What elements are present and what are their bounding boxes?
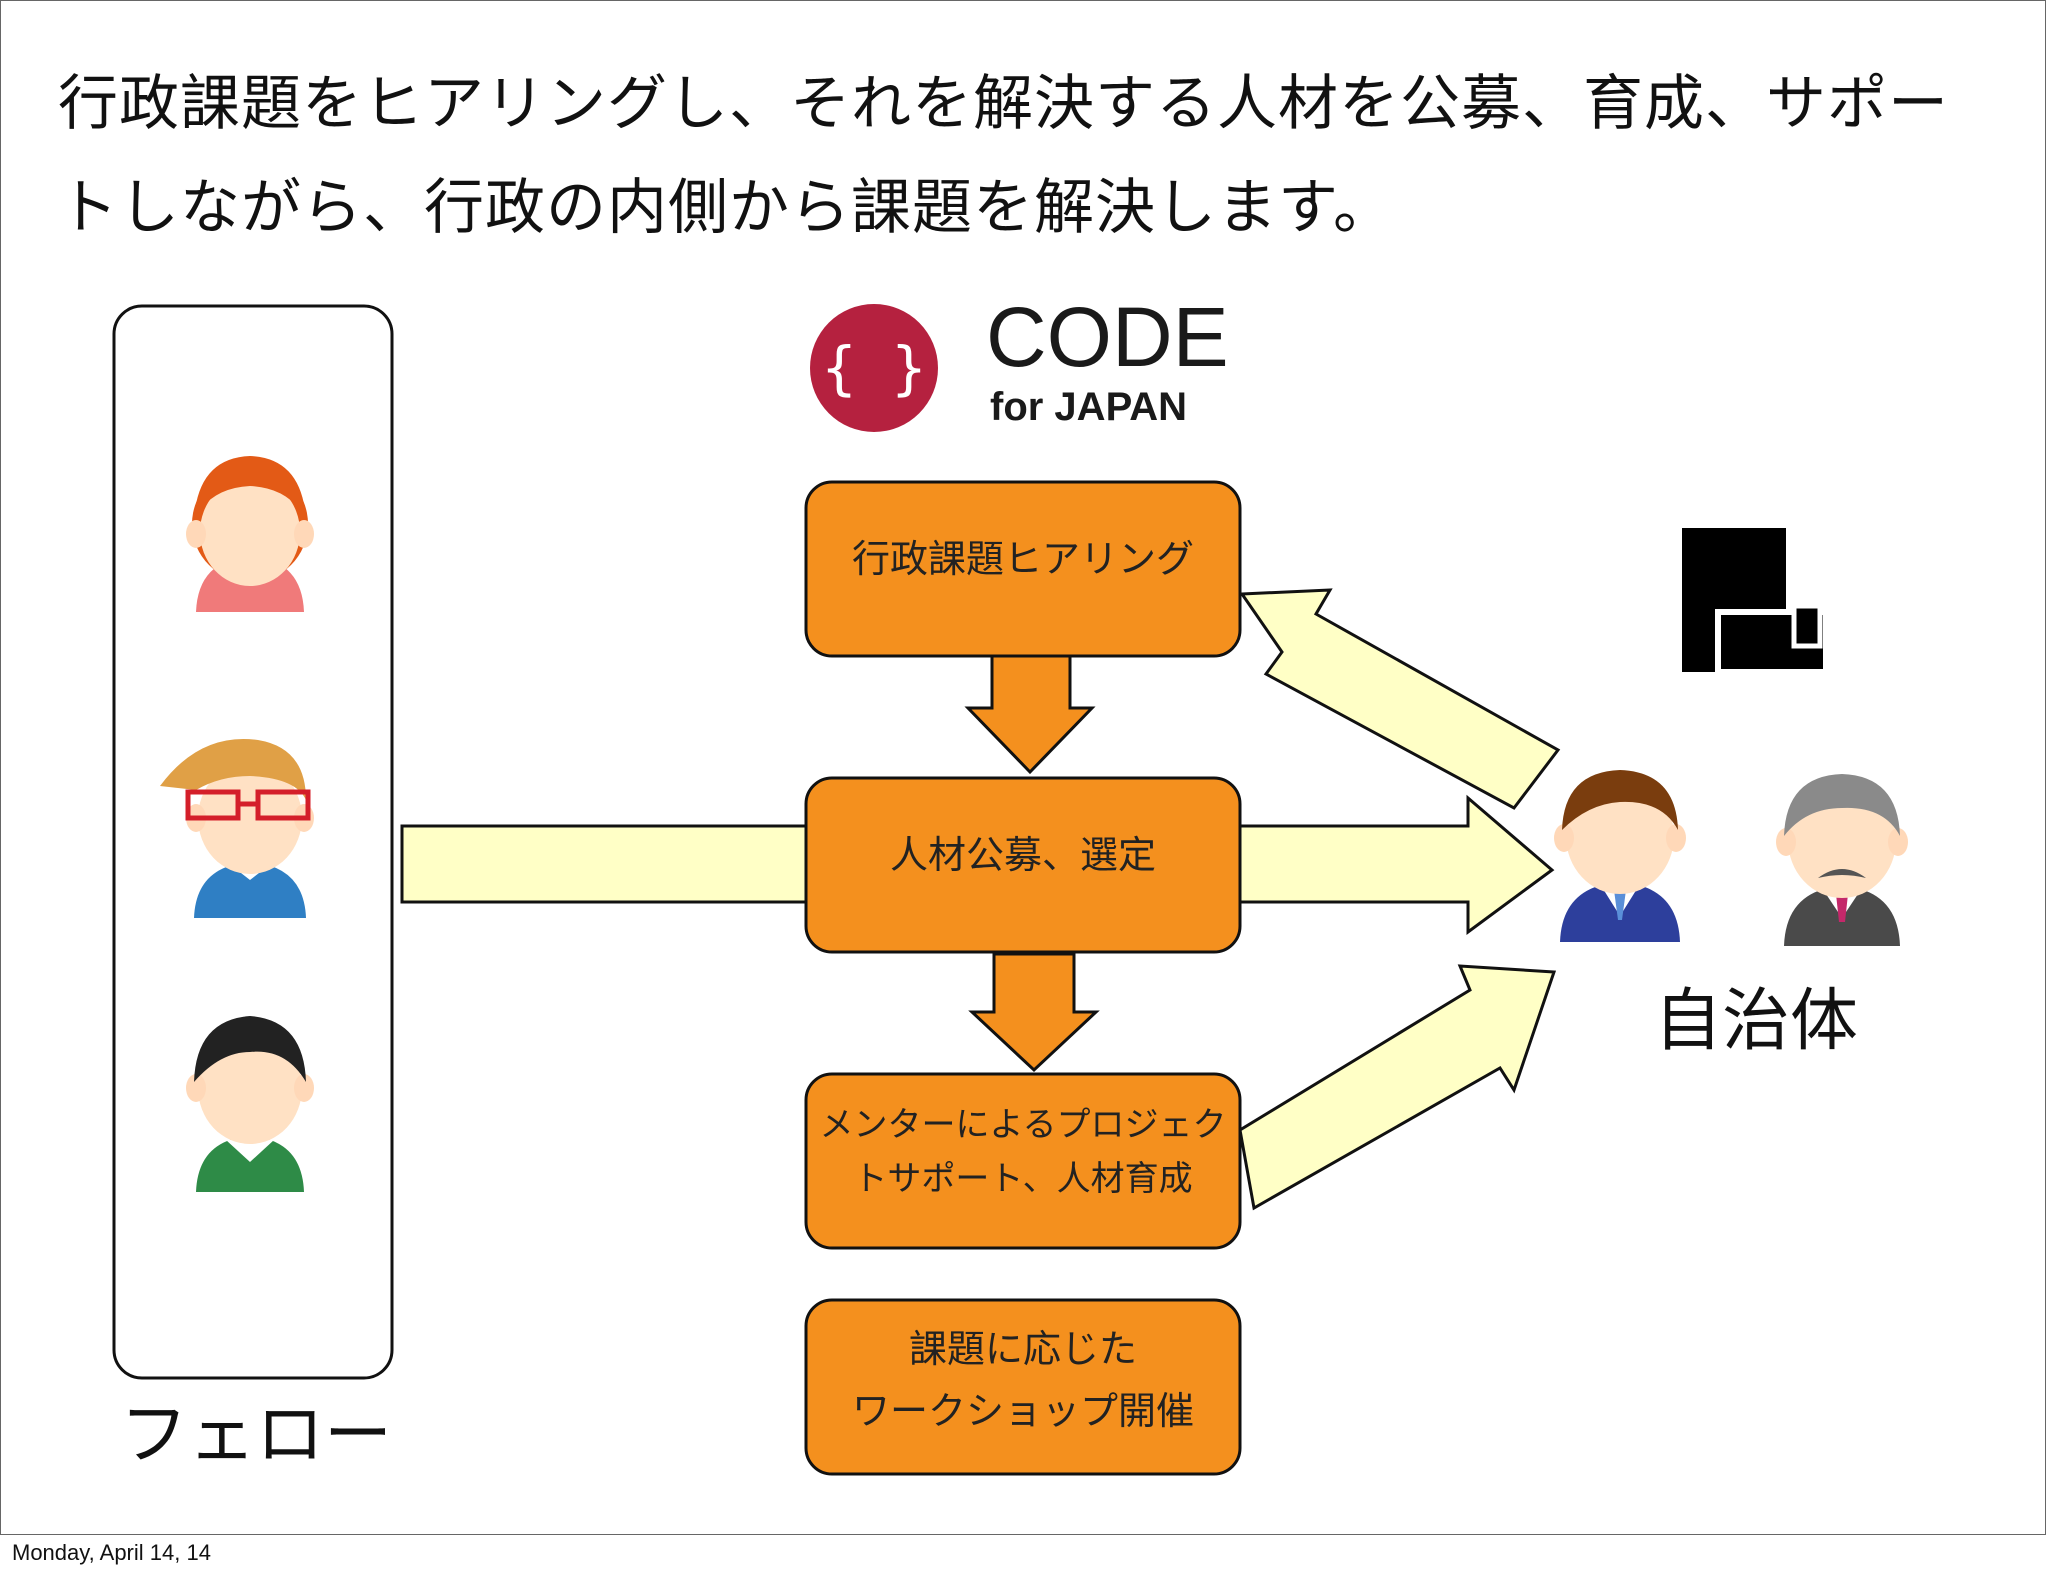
box-mentor-label-line1: メンターによるプロジェク — [820, 1105, 1227, 1145]
arrow-mentor-to-municipality — [1238, 964, 1557, 1211]
municipality-label: 自治体 — [1654, 982, 1858, 1061]
fellow-avatar-glasses — [160, 738, 314, 918]
fellow-avatar-woman — [186, 456, 314, 612]
box-workshop — [804, 1298, 1242, 1476]
logo-sub-text: for JAPAN — [990, 385, 1187, 429]
municipality-avatar-senior — [1776, 774, 1908, 946]
fellow-avatar-man — [186, 1016, 314, 1192]
box-mentor — [804, 1072, 1242, 1250]
arrow-municipality-to-hearing — [1239, 588, 1561, 810]
arrow-hearing-to-recruit — [964, 650, 1096, 775]
footer-date: Monday, April 14, 14 — [12, 1540, 211, 1565]
box-mentor-label-line2: トサポート、人材育成 — [853, 1159, 1192, 1199]
box-hearing-label: 行政課題ヒアリング — [852, 537, 1194, 581]
box-hearing — [804, 480, 1242, 658]
box-workshop-label-line2: ワークショップ開催 — [852, 1389, 1194, 1433]
logo-brace: { } — [822, 334, 927, 402]
box-workshop-label-line1: 課題に応じた — [909, 1327, 1137, 1371]
box-recruit — [804, 776, 1242, 954]
logo-code-text: CODE — [986, 290, 1229, 384]
arrow-recruit-to-mentor — [968, 952, 1100, 1073]
box-recruit-label: 人材公募、選定 — [890, 833, 1156, 877]
code-for-japan-logo: { } CODE for JAPAN — [810, 290, 1229, 432]
building-icon — [1682, 528, 1829, 675]
logo-circle — [810, 304, 938, 432]
municipality-avatar-young — [1554, 770, 1686, 942]
fellow-label: フェロー — [120, 1396, 392, 1475]
headline: 行政課題をヒアリングし、それを解決する人材を公募、育成、サポートしながら、行政の… — [58, 69, 1949, 243]
